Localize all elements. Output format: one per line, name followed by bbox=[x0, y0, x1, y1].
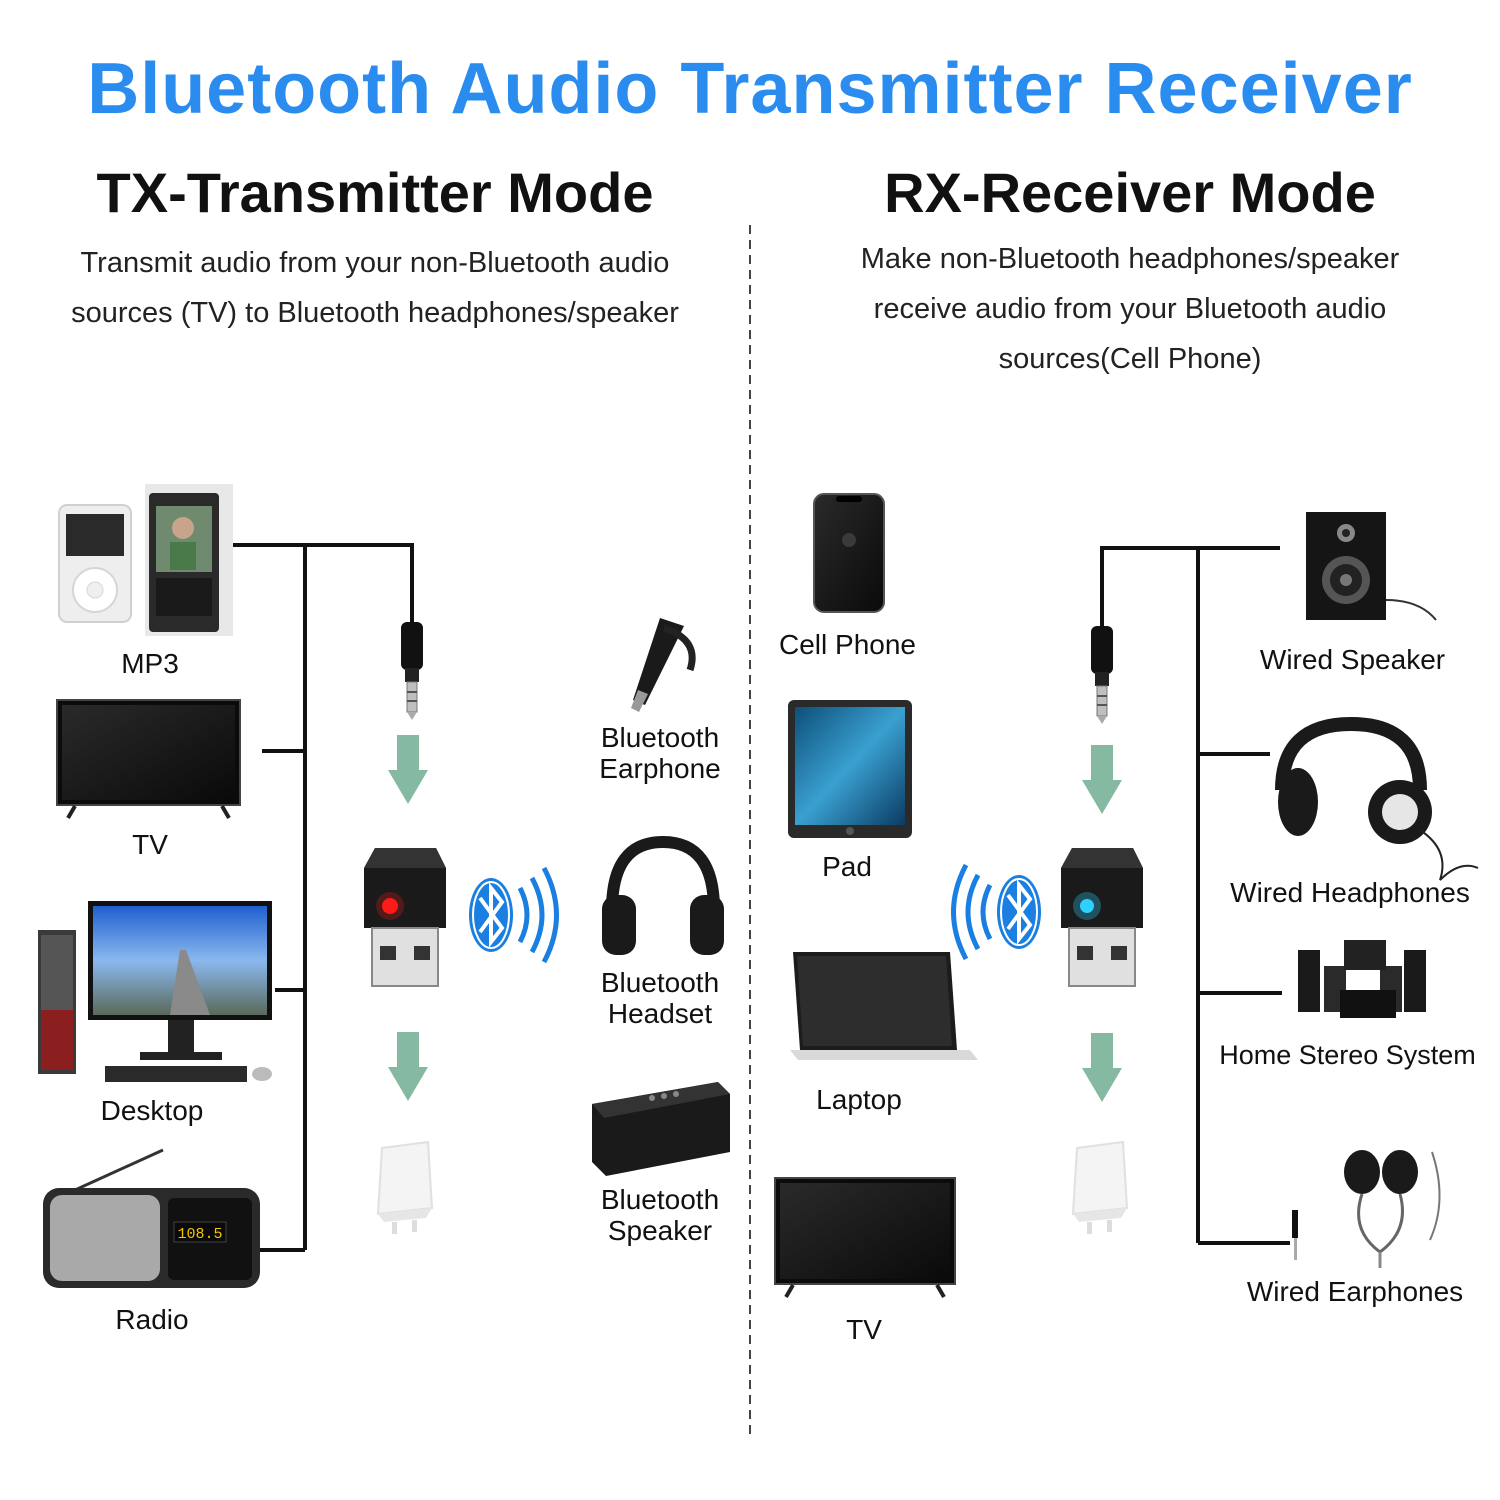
tx-source-label: Desktop bbox=[100, 1095, 204, 1126]
tx-wiring bbox=[218, 543, 414, 1252]
mp3-player-icon bbox=[58, 484, 233, 636]
rx-source-label: TV bbox=[846, 1314, 882, 1345]
tx-charger-icon bbox=[376, 1140, 434, 1234]
laptop-icon bbox=[790, 952, 978, 1060]
bluetooth-headset-icon bbox=[602, 835, 724, 955]
desktop-computer-icon bbox=[38, 901, 272, 1082]
rx-mode-title: RX-Receiver Mode bbox=[884, 161, 1376, 224]
rx-description-line: Make non-Bluetooth headphones/speaker bbox=[860, 243, 1400, 275]
main-title: Bluetooth Audio Transmitter Receiver bbox=[87, 49, 1413, 129]
tx-mode-description: Transmit audio from your non-Bluetooth a… bbox=[10, 238, 740, 338]
svg-text:108.5: 108.5 bbox=[177, 1226, 222, 1243]
rx-description-line: receive audio from your Bluetooth audio bbox=[873, 293, 1387, 325]
rx-tv-icon bbox=[774, 1177, 956, 1299]
tx-description-line: sources (TV) to Bluetooth headphones/spe… bbox=[71, 297, 679, 329]
rx-source-label: Cell Phone bbox=[779, 629, 916, 660]
rx-dongle-icon bbox=[1061, 848, 1143, 987]
radio-icon: 108.5 bbox=[43, 1148, 260, 1288]
rx-output-label: Home Stereo System bbox=[1219, 1040, 1476, 1070]
rx-bluetooth-icon bbox=[951, 863, 1041, 961]
tx-audio-jack-icon bbox=[401, 622, 423, 720]
tx-tv-icon bbox=[56, 699, 241, 820]
rx-output-label: Wired Headphones bbox=[1230, 877, 1470, 908]
tx-arrow-icon bbox=[388, 1032, 428, 1101]
tx-output-label: Bluetooth Earphone bbox=[580, 722, 740, 784]
label-line: Earphone bbox=[599, 753, 721, 784]
tx-output-label: Bluetooth Speaker bbox=[580, 1184, 740, 1246]
tx-mode-title: TX-Transmitter Mode bbox=[96, 161, 654, 224]
rx-charger-icon bbox=[1071, 1140, 1129, 1234]
label-line: Bluetooth bbox=[600, 967, 720, 998]
rx-mode-description: Make non-Bluetooth headphones/speaker re… bbox=[770, 234, 1490, 384]
tx-source-label: TV bbox=[132, 829, 168, 860]
rx-arrow-icon bbox=[1082, 1033, 1122, 1102]
wired-headphones-icon bbox=[1275, 716, 1479, 881]
tx-dongle-icon bbox=[364, 848, 446, 987]
label-line: Speaker bbox=[607, 1215, 713, 1246]
rx-source-label: Laptop bbox=[816, 1084, 902, 1115]
wired-speaker-icon bbox=[1306, 512, 1437, 621]
rx-audio-jack-icon bbox=[1091, 626, 1113, 724]
label-line: Headset bbox=[607, 998, 713, 1029]
bluetooth-earphone-icon bbox=[631, 618, 696, 712]
rx-wiring bbox=[1100, 546, 1290, 1245]
tx-source-label: MP3 bbox=[121, 648, 179, 679]
wired-earphones-icon bbox=[1292, 1150, 1441, 1268]
rx-output-label: Wired Earphones bbox=[1246, 1276, 1464, 1307]
rx-description-line: sources(Cell Phone) bbox=[998, 343, 1262, 375]
bluetooth-speaker-icon bbox=[592, 1082, 730, 1176]
tx-output-label: Bluetooth Headset bbox=[580, 967, 740, 1029]
label-line: Bluetooth bbox=[600, 1184, 720, 1215]
cell-phone-icon bbox=[813, 493, 885, 613]
home-stereo-icon bbox=[1298, 940, 1426, 1018]
rx-output-label: Wired Speaker bbox=[1259, 644, 1446, 675]
rx-source-label: Pad bbox=[822, 851, 872, 882]
tx-bluetooth-icon bbox=[469, 866, 559, 964]
tx-source-label: Radio bbox=[115, 1304, 189, 1335]
label-line: Bluetooth bbox=[600, 722, 720, 753]
rx-arrow-icon bbox=[1082, 745, 1122, 814]
tablet-icon bbox=[788, 700, 912, 838]
tx-description-line: Transmit audio from your non-Bluetooth a… bbox=[80, 247, 670, 279]
tx-arrow-icon bbox=[388, 735, 428, 804]
